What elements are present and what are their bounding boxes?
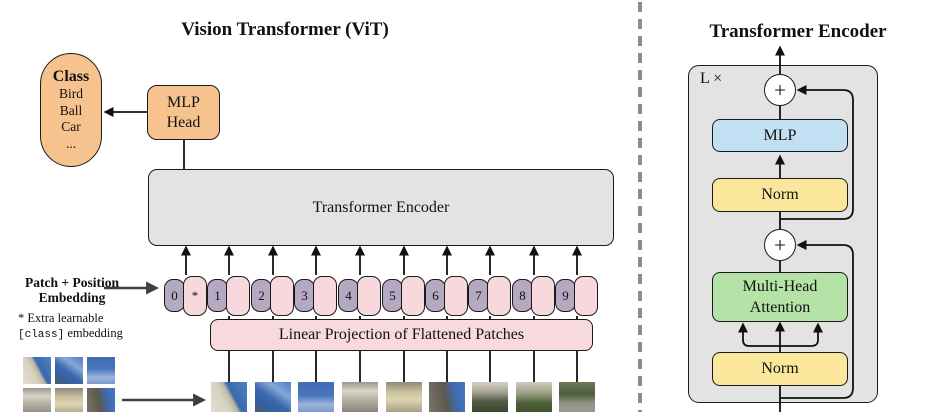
image-patch-9 — [559, 382, 595, 412]
token-pair-5: 5 — [382, 276, 427, 316]
position-embedding-token: 1 — [207, 279, 228, 312]
residual-add-circle-bottom: + — [764, 229, 796, 261]
norm-box-bottom: Norm — [712, 352, 848, 386]
position-embedding-token: 5 — [382, 279, 403, 312]
footnote-line1: * Extra learnable — [18, 311, 104, 325]
panel-divider-dashed-line — [638, 2, 642, 412]
token-pair-3: 3 — [294, 276, 339, 316]
residual-skip-top — [780, 85, 854, 220]
patch-embedding-token — [444, 276, 468, 316]
residual-skip-bottom — [780, 240, 854, 399]
class-item: Car — [61, 119, 81, 134]
image-patch-7 — [472, 382, 508, 412]
residual-add-circle-top: + — [764, 74, 796, 106]
footnote-class-code: [class] — [18, 329, 65, 341]
mlp-label: MLP — [763, 126, 797, 144]
linear-projection-box: Linear Projection of Flattened Patches — [210, 319, 593, 351]
token-pair-0: 0 * — [164, 276, 209, 316]
mlp-box: MLP — [712, 119, 848, 152]
image-patch-3 — [298, 382, 334, 412]
position-embedding-token: 9 — [555, 279, 576, 312]
image-patch-6 — [429, 382, 465, 412]
class-item: Ball — [59, 102, 83, 118]
norm-box-top: Norm — [712, 178, 848, 212]
projection-to-patch-lines — [228, 351, 578, 382]
patch-embedding-token — [313, 276, 337, 316]
layer-repeat-label: L × — [700, 70, 723, 87]
plus-icon: + — [774, 232, 786, 257]
mlp-head-line1: MLP — [167, 93, 200, 111]
norm-top-label: Norm — [761, 186, 799, 203]
token-pair-2: 2 — [251, 276, 296, 316]
patch-embedding-token — [574, 276, 598, 316]
source-image-cell — [55, 357, 83, 384]
token-pair-7: 7 — [468, 276, 513, 316]
embedding-label-line2: Embedding — [38, 289, 106, 305]
position-embedding-token: 0 — [164, 279, 185, 312]
token-pair-1: 1 — [207, 276, 252, 316]
image-patch-2 — [255, 382, 291, 412]
norm-to-mha-arrow-right — [780, 322, 823, 347]
source-image-cell — [23, 357, 51, 384]
linear-projection-label: Linear Projection of Flattened Patches — [278, 326, 525, 343]
token-to-encoder-arrows — [181, 245, 582, 275]
source-image-cell — [55, 388, 83, 412]
token-pair-6: 6 — [425, 276, 470, 316]
class-embedding-token: * — [183, 276, 207, 316]
right-panel-wires — [738, 45, 854, 412]
class-heading: Class — [52, 68, 90, 85]
plus-icon: + — [774, 77, 786, 102]
right-panel-title: Transformer Encoder — [709, 21, 887, 42]
source-image-cell — [87, 357, 115, 384]
patch-embedding-token — [531, 276, 555, 316]
position-embedding-token: 8 — [512, 279, 533, 312]
source-image-cell — [23, 388, 51, 412]
mlp-head-line2: Head — [166, 113, 201, 131]
patch-embedding-token — [357, 276, 381, 316]
footnote-line2: embedding — [64, 326, 123, 340]
token-pair-8: 8 — [512, 276, 557, 316]
left-panel-wires — [103, 107, 582, 382]
class-token-footnote: * Extra learnable [class] embedding — [18, 311, 123, 343]
transformer-encoder-label: Transformer Encoder — [312, 198, 450, 216]
transformer-encoder-box: Transformer Encoder — [148, 169, 614, 246]
patch-embedding-token — [226, 276, 250, 316]
class-item: ... — [65, 135, 77, 151]
image-patch-5 — [386, 382, 422, 412]
class-item: Bird — [58, 86, 83, 101]
norm-bottom-label: Norm — [761, 360, 799, 377]
class-output-oval: Class Bird Ball Car ... — [40, 53, 102, 167]
norm-to-mha-arrow-left — [738, 322, 780, 347]
gray-arrows — [104, 281, 207, 407]
mha-label-line1: Multi-Head — [742, 278, 818, 295]
position-embedding-token: 7 — [468, 279, 489, 312]
embedding-label-line1: Patch + Position — [25, 275, 119, 290]
image-patch-1 — [211, 382, 247, 412]
image-patch-4 — [342, 382, 378, 412]
patch-position-embedding-label: Patch + Position Embedding — [2, 275, 142, 305]
image-patch-8 — [516, 382, 552, 412]
patch-embedding-token — [487, 276, 511, 316]
token-pair-9: 9 — [555, 276, 600, 316]
position-embedding-token: 3 — [294, 279, 315, 312]
token-pair-4: 4 — [338, 276, 383, 316]
patch-embedding-token — [401, 276, 425, 316]
mha-label-line2: Attention — [749, 299, 811, 316]
mlp-head-box: MLP Head — [147, 85, 220, 140]
patch-embedding-token — [270, 276, 294, 316]
multi-head-attention-box: Multi-Head Attention — [712, 272, 848, 322]
position-embedding-token: 4 — [338, 279, 359, 312]
source-image-cell — [87, 388, 115, 412]
position-embedding-token: 2 — [251, 279, 272, 312]
position-embedding-token: 6 — [425, 279, 446, 312]
left-panel-title: Vision Transformer (ViT) — [181, 19, 389, 40]
